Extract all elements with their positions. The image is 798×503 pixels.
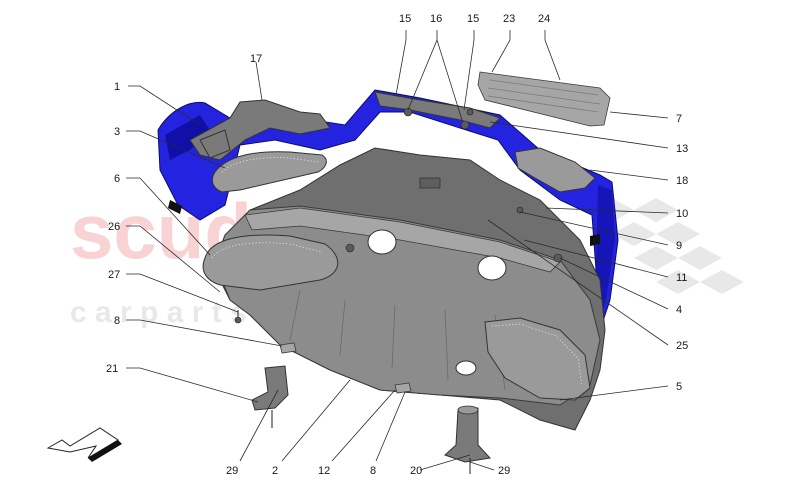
direction-arrow-icon <box>46 427 122 462</box>
callout-2: 2 <box>272 465 278 477</box>
callout-18: 18 <box>676 175 688 187</box>
callout-17: 17 <box>250 53 262 65</box>
callout-21: 21 <box>106 363 118 375</box>
part-8-clip-right[interactable] <box>394 382 412 394</box>
callout-1: 1 <box>114 81 120 93</box>
leader-lines <box>126 30 669 471</box>
callout-27: 27 <box>108 269 120 281</box>
callout-11: 11 <box>676 272 687 284</box>
part-20-bracket[interactable] <box>444 405 492 474</box>
part-21-bracket[interactable] <box>251 365 289 428</box>
callout-24: 24 <box>538 13 550 25</box>
part-18-side-panel[interactable] <box>514 147 596 193</box>
part-13-center-strip[interactable] <box>374 91 501 130</box>
callout-8-left: 8 <box>114 315 120 327</box>
callout-29-right: 29 <box>498 465 510 477</box>
part-7-grille[interactable] <box>477 71 611 127</box>
part-6-left-duct[interactable] <box>202 234 338 291</box>
part-5-right-duct[interactable] <box>484 317 591 401</box>
callout-8-right: 8 <box>370 465 376 477</box>
callout-26: 26 <box>108 221 120 233</box>
callout-3: 3 <box>114 126 120 138</box>
callout-labels: 1 3 6 26 27 8 21 29 2 12 8 20 29 17 15 1… <box>106 13 688 477</box>
callout-7: 7 <box>676 113 682 125</box>
callout-29-left: 29 <box>226 465 238 477</box>
callout-10: 10 <box>676 208 688 220</box>
watermark-subtitle: c a r p a r t s <box>70 296 247 329</box>
callout-23: 23 <box>503 13 515 25</box>
part-27-screw[interactable] <box>234 310 242 324</box>
callout-25: 25 <box>676 340 688 352</box>
part-8-clip-left[interactable] <box>279 342 297 354</box>
callout-5: 5 <box>676 381 682 393</box>
part-17-bracket[interactable] <box>189 99 331 161</box>
callout-20: 20 <box>410 465 422 477</box>
callout-15-right: 15 <box>467 13 479 25</box>
callout-13: 13 <box>676 143 688 155</box>
callout-9: 9 <box>676 240 682 252</box>
callout-6: 6 <box>114 173 120 185</box>
callout-12: 12 <box>318 465 330 477</box>
watermark-checker-flag <box>590 198 744 294</box>
callout-4: 4 <box>676 304 682 316</box>
callout-16: 16 <box>430 13 442 25</box>
callout-15-left: 15 <box>399 13 411 25</box>
part-3-side-panel[interactable] <box>211 151 327 193</box>
